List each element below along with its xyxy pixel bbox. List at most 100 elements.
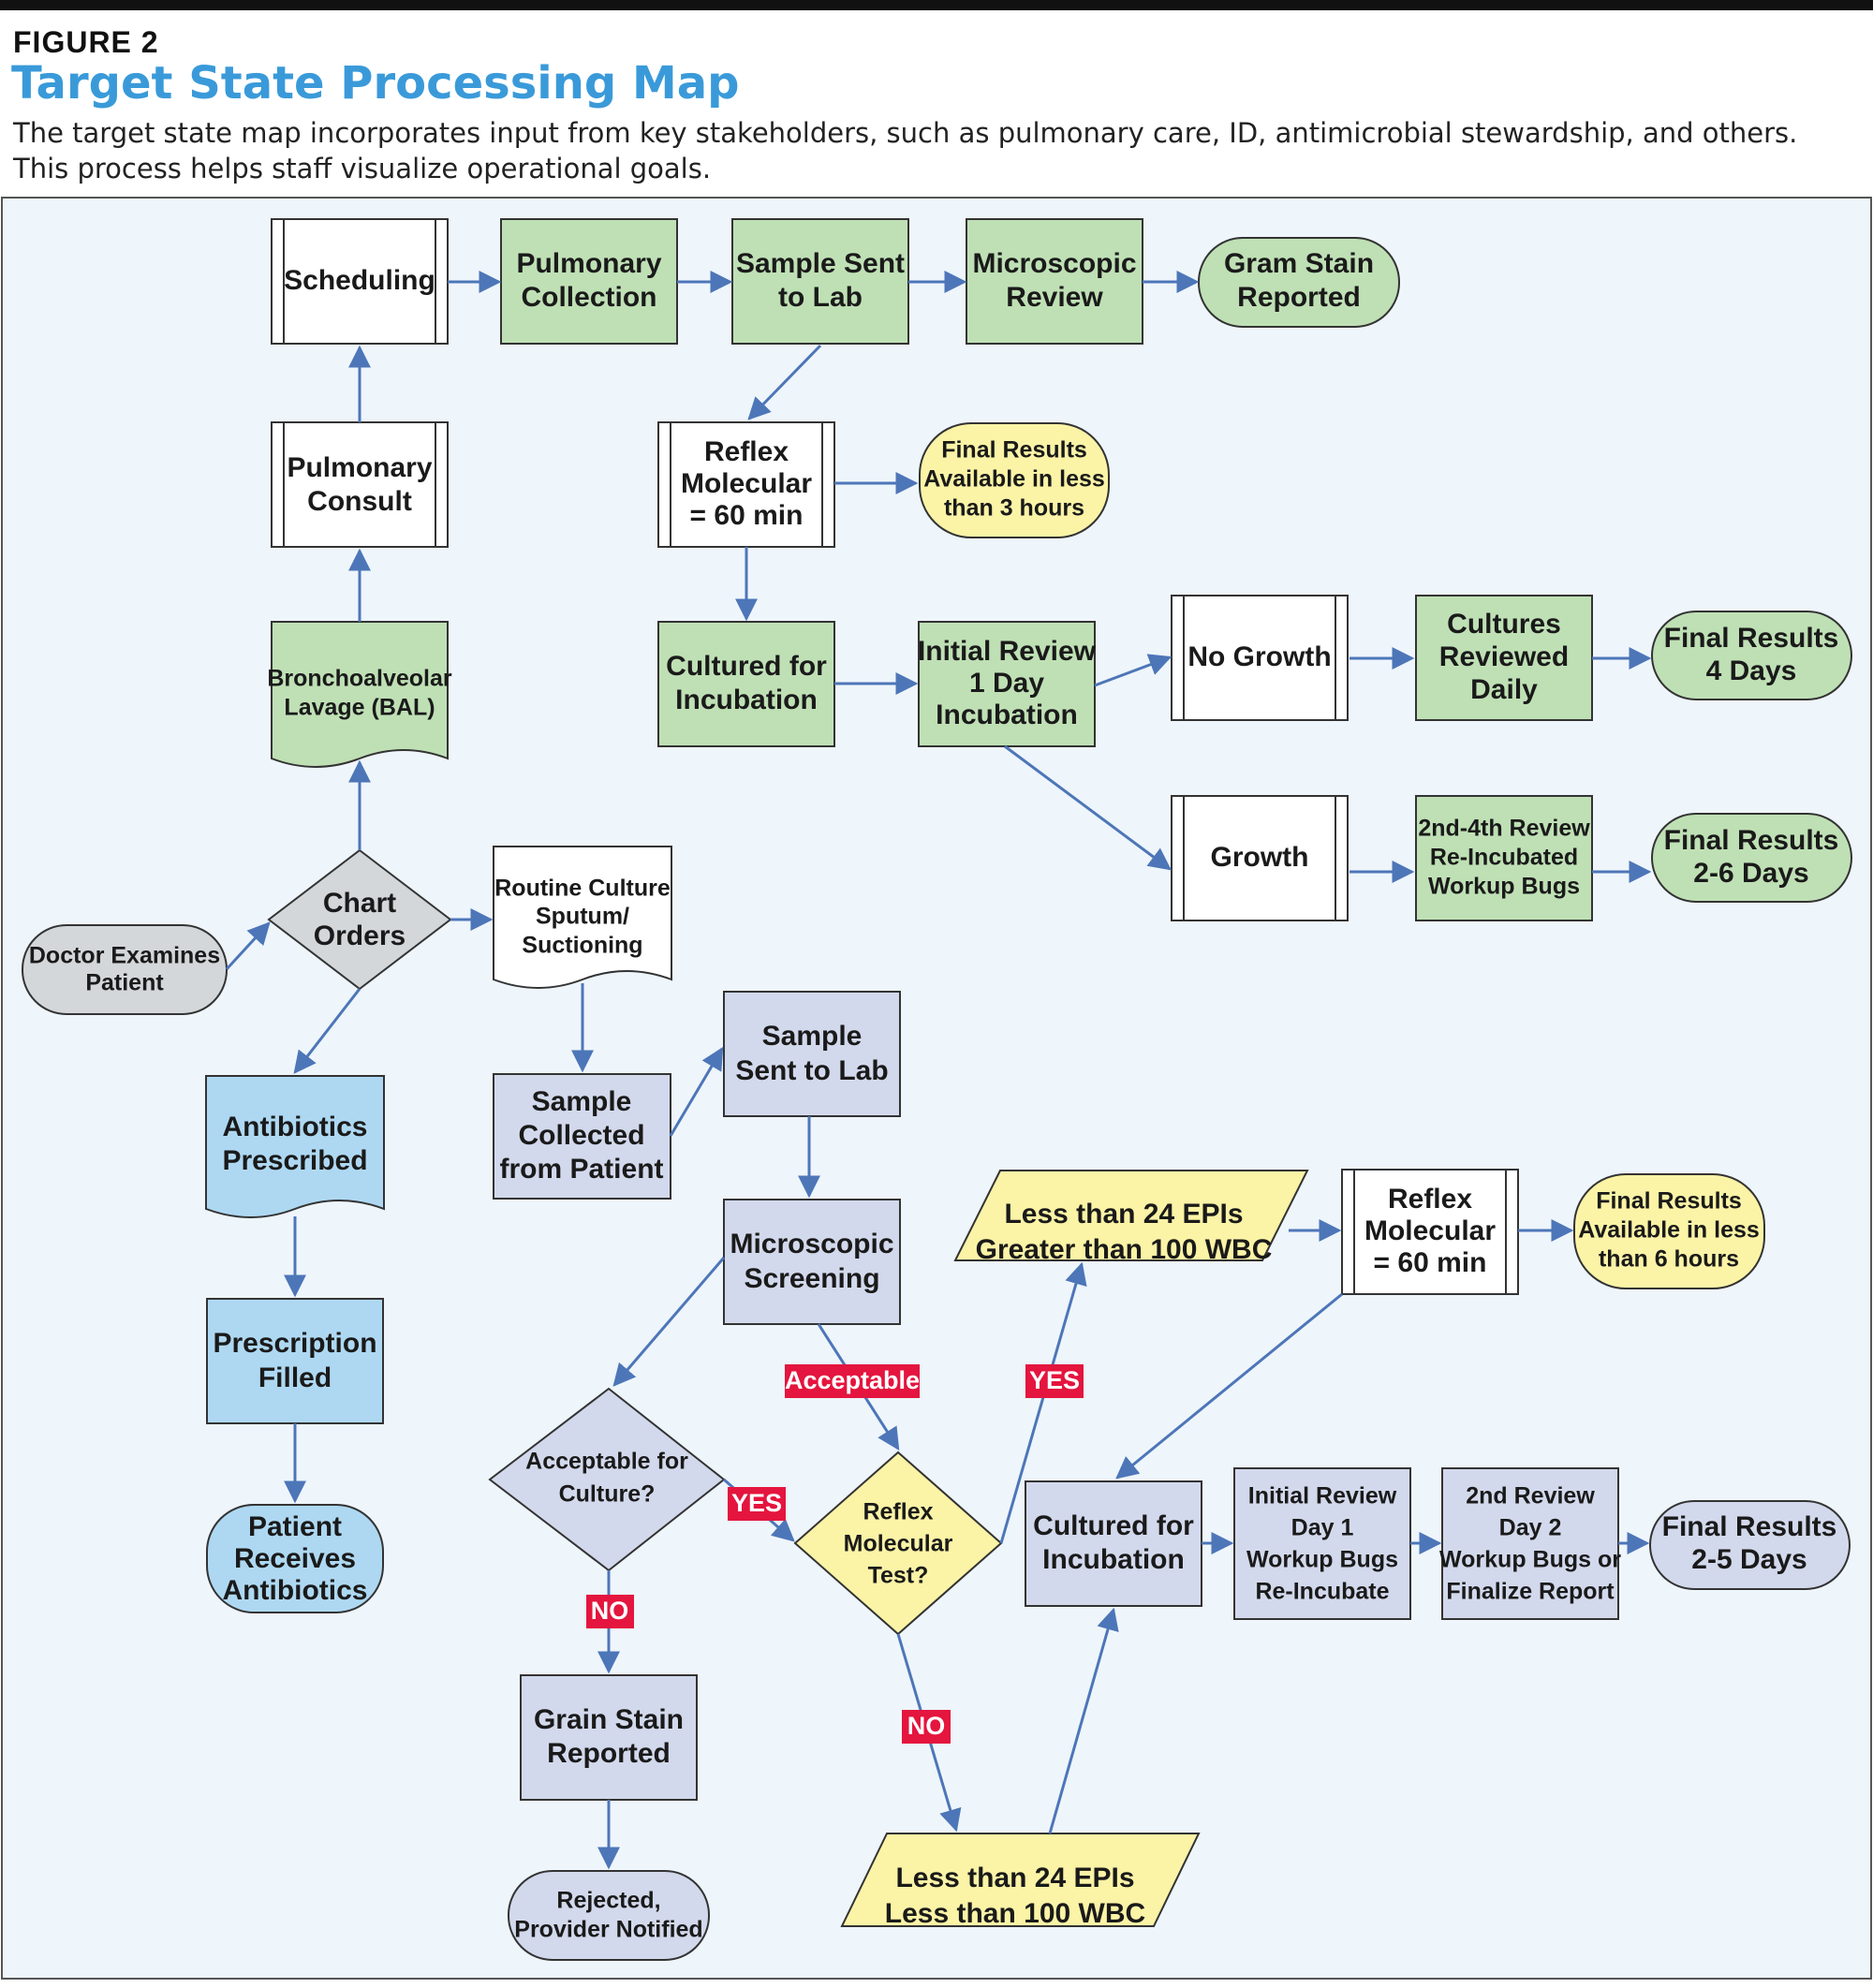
node-label: 2-6 Days: [1693, 858, 1808, 889]
node-label: Suctioning: [522, 933, 642, 959]
node-label: Re-Incubated: [1430, 845, 1578, 871]
node-label: Final Results: [1664, 623, 1839, 654]
node-label: Less than 100 WBC: [885, 1898, 1145, 1929]
node-label: Sample: [532, 1086, 632, 1117]
node-label: Incubation: [936, 699, 1078, 730]
node-label: Prescription: [213, 1328, 376, 1359]
node-label: Sent to Lab: [735, 1055, 888, 1086]
node-label: Initial Review: [1248, 1483, 1397, 1509]
node-label: Acceptable for: [525, 1449, 688, 1475]
tag-text: Acceptable: [785, 1366, 920, 1394]
node-label: Reflex: [704, 436, 789, 467]
tag-text: NO: [907, 1712, 946, 1740]
node-label: Day 2: [1499, 1515, 1562, 1541]
tag-no-reflex: NO: [902, 1710, 951, 1744]
connector-arrow: [669, 1046, 724, 1137]
node-label: Provider Notified: [514, 1917, 702, 1943]
node-label: Final Results: [1596, 1188, 1742, 1215]
tag-yes-lower: YES: [728, 1487, 786, 1521]
node-label: Orders: [314, 920, 406, 951]
node-label: No Growth: [1187, 641, 1331, 672]
node-label: Daily: [1470, 674, 1538, 705]
node-label: Filled: [258, 1362, 332, 1393]
connector-arrow: [1115, 1292, 1343, 1480]
node-label: Cultured for: [666, 651, 827, 682]
node-label: Collection: [521, 282, 656, 313]
node-label: Initial Review: [918, 636, 1097, 667]
node-label: than 6 hours: [1599, 1246, 1739, 1273]
top-rule: [0, 0, 1873, 10]
node-label: Pulmonary: [516, 248, 661, 279]
node-label: 2-5 Days: [1691, 1544, 1807, 1575]
node-label: = 60 min: [690, 500, 804, 531]
node-label: Molecular: [1364, 1215, 1496, 1246]
node-label: Workup Bugs or: [1439, 1547, 1621, 1573]
node-label: Consult: [307, 486, 412, 517]
node-label: 2nd-4th Review: [1418, 816, 1590, 842]
node-label: Lavage (BAL): [284, 695, 435, 721]
node-label: Screening: [744, 1263, 879, 1294]
node-label: Less than 24 EPIs: [895, 1863, 1134, 1893]
node-label: Review: [1006, 282, 1103, 313]
node-label: Routine Culture: [494, 876, 671, 902]
node-label: Scheduling: [284, 265, 435, 296]
tag-yes-upper: YES: [1025, 1364, 1084, 1398]
node-label: 4 Days: [1706, 655, 1797, 686]
figure-subtitle: The target state map incorporates input …: [13, 117, 1798, 184]
node-label: Final Results: [1662, 1511, 1837, 1542]
tag-text: NO: [591, 1597, 629, 1625]
node-label: Incubation: [1042, 1544, 1185, 1575]
node-label: 2nd Review: [1466, 1483, 1595, 1509]
node-label: Bronchoalveolar: [267, 666, 452, 692]
node-label: Available in less: [1578, 1217, 1760, 1244]
node-label: Greater than 100 WBC: [976, 1234, 1273, 1265]
figure-header: FIGURE 2 Target State Processing Map The…: [0, 10, 1873, 196]
node-label: Chart: [323, 888, 396, 919]
connector-arrow: [1048, 1607, 1119, 1834]
node-label: Gram Stain: [1224, 248, 1374, 279]
node-no-growth: No Growth: [1171, 595, 1349, 721]
node-label: Available in less: [923, 466, 1105, 493]
node-label: Antibiotics: [223, 1575, 368, 1606]
connector-arrow: [999, 1261, 1087, 1544]
node-label: Cultures: [1447, 609, 1561, 640]
node-label: Antibiotics: [223, 1112, 368, 1142]
node-label: Collected: [518, 1120, 644, 1151]
node-label: Molecular: [844, 1531, 953, 1557]
figure-title: Target State Processing Map: [11, 57, 740, 110]
node-label: Microscopic: [972, 248, 1136, 279]
node-label: Growth: [1211, 842, 1309, 873]
node-label: 1 Day: [969, 668, 1044, 699]
tag-text: YES: [1029, 1366, 1080, 1394]
node-label: Day 1: [1291, 1515, 1354, 1541]
node-label: Rejected,: [556, 1888, 660, 1914]
node-label: Pulmonary: [287, 452, 432, 483]
connector-arrow: [747, 344, 822, 420]
node-label: to Lab: [778, 282, 863, 313]
